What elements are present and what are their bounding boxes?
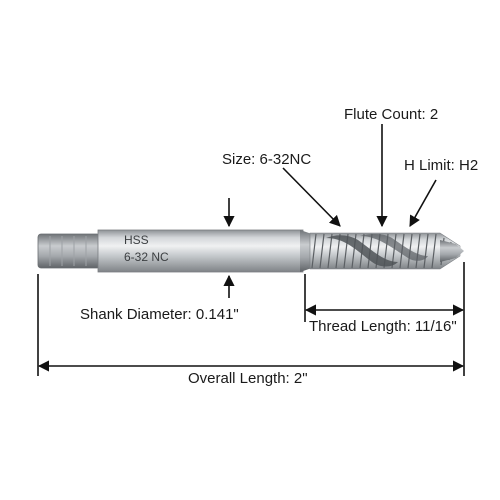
tap-tool: [37, 229, 464, 273]
shank-diameter-label: Shank Diameter: 0.141": [80, 306, 239, 323]
tap-tip: [440, 240, 464, 262]
shank: [97, 229, 304, 273]
square-drive: [37, 233, 101, 269]
size-label: Size: 6-32NC: [222, 151, 312, 168]
spiral-flute-2: [360, 233, 428, 261]
flute-count-label: Flute Count: 2: [344, 106, 439, 123]
thread-length-label: Thread Length: 11/16": [309, 318, 457, 335]
etched-marking-size: 6-32 NC: [124, 250, 169, 264]
size-leader-arrow: [282, 167, 341, 227]
dimension-lines: [37, 124, 465, 376]
spiral-flute: [326, 235, 398, 267]
h-limit-leader-arrow: [409, 179, 437, 227]
etched-marking-hss: HSS: [124, 233, 149, 247]
h-limit-label: H Limit: H2: [404, 157, 479, 174]
overall-length-label: Overall Length: 2": [188, 370, 308, 387]
neck: [300, 230, 312, 272]
